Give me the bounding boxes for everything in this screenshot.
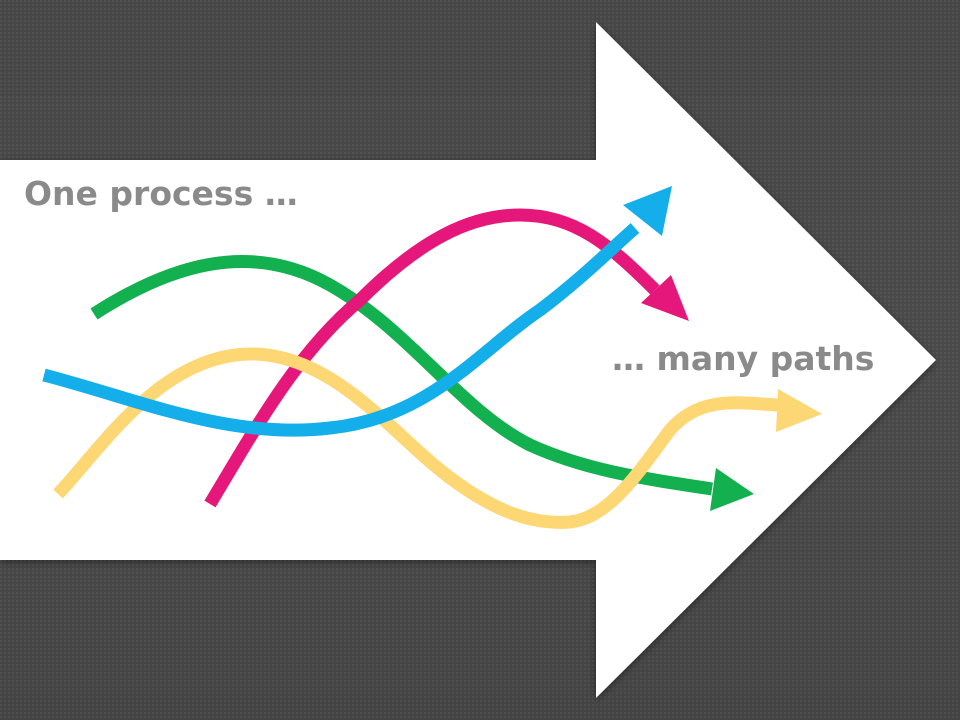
blue-path-arrow [42,186,672,437]
green-arrowhead-icon [710,468,754,511]
caption-one-process: One process … [24,174,298,213]
yellow-arrowhead-icon [776,389,822,432]
caption-many-paths: … many paths [612,339,874,378]
blue-arrowhead-icon [623,186,672,236]
yellow-path-arrow [53,347,822,529]
pink-path-arrow [204,208,689,508]
green-path-arrow [90,254,754,511]
pink-arrowhead-icon [641,275,689,321]
